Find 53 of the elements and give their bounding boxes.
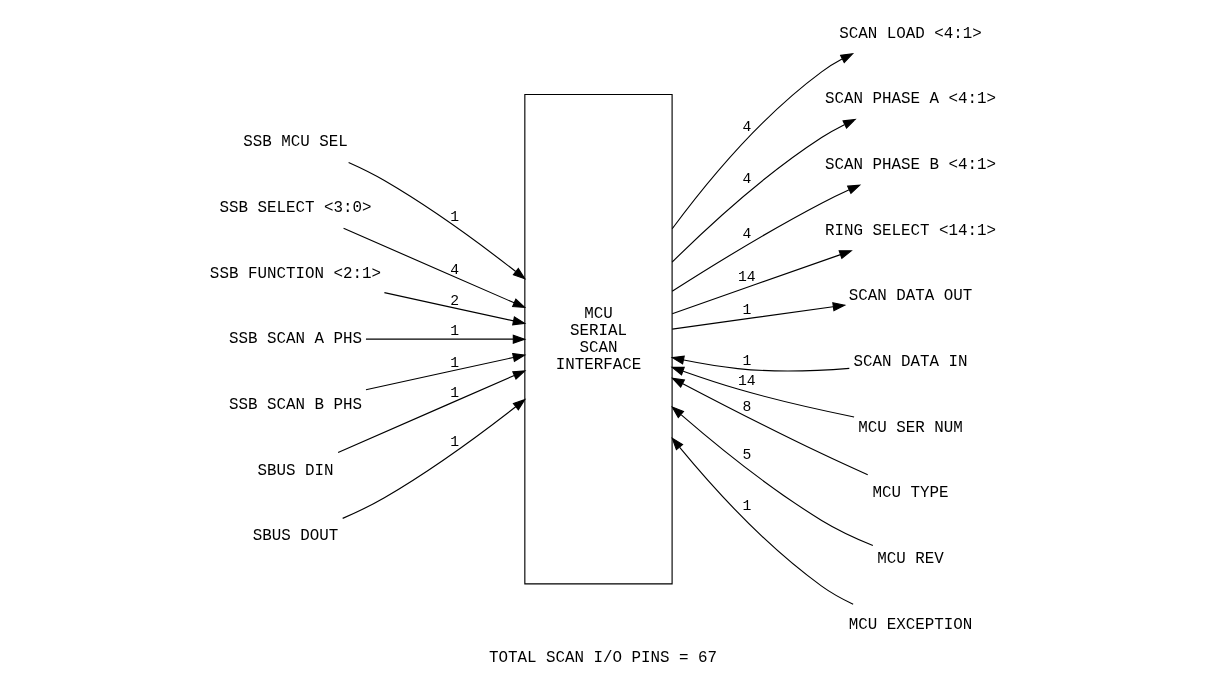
- node-text: SCAN PHASE B <4:1>: [824, 155, 996, 174]
- arrow: [364, 334, 526, 344]
- node-text: RING SELECT <14:1>: [824, 221, 996, 240]
- node-text: SSB SCAN B PHS: [228, 396, 362, 415]
- arrow: [671, 53, 854, 230]
- node-text: MCU TYPE: [872, 484, 949, 503]
- node-text: SBUS DIN: [256, 461, 333, 480]
- edge-label: 14: [737, 268, 756, 285]
- node-text: MCU EXCEPTION: [848, 615, 972, 634]
- edge-label: 1: [449, 434, 459, 451]
- edge-label: 1: [449, 208, 459, 225]
- node-text: SBUS DOUT: [252, 527, 338, 546]
- edge-label: 1: [741, 497, 751, 514]
- arrow: [670, 377, 868, 476]
- node-text: SCAN DATA OUT: [848, 287, 972, 306]
- arrow: [670, 437, 854, 605]
- edge-label: 14: [737, 372, 756, 389]
- arrow: [671, 118, 857, 263]
- arrow: [347, 162, 526, 280]
- edge-label: 1: [449, 323, 459, 340]
- node-text: MCU REV: [876, 550, 944, 569]
- arrow: [670, 366, 855, 418]
- arrow: [670, 355, 850, 372]
- edge-label: 5: [741, 446, 751, 463]
- arrow: [383, 292, 526, 326]
- edge-label: 1: [741, 352, 751, 369]
- edge-label: 1: [449, 354, 459, 371]
- caption: TOTAL SCAN I/O PINS = 67: [488, 649, 717, 668]
- edge-label: 4: [741, 225, 751, 242]
- node-box: MCU SERIAL SCAN INTERFACE: [523, 93, 673, 585]
- node-text: SSB MCU SEL: [242, 133, 348, 152]
- node-text: SCAN DATA IN: [853, 353, 968, 372]
- arrow: [671, 184, 861, 292]
- arrow: [671, 302, 846, 330]
- node-text: SSB FUNCTION <2:1>: [209, 264, 381, 283]
- arrow: [670, 405, 873, 547]
- edge-label: 1: [741, 301, 751, 318]
- node-text: SCAN PHASE A <4:1>: [824, 90, 996, 109]
- node-text: SSB SCAN A PHS: [228, 330, 362, 349]
- node-text: SCAN LOAD <4:1>: [838, 24, 982, 43]
- arrow: [337, 370, 526, 453]
- edge-label: 4: [741, 171, 751, 188]
- edge-label: 2: [449, 292, 459, 309]
- edge-label: 4: [741, 119, 751, 136]
- arrow: [671, 250, 853, 315]
- edge-label: 8: [741, 398, 751, 415]
- arrow: [341, 398, 526, 519]
- edge-label: 4: [449, 261, 459, 278]
- node-text: SSB SELECT <3:0>: [218, 198, 372, 217]
- arrow: [364, 352, 526, 391]
- edge-label: 1: [449, 385, 459, 402]
- arrow: [342, 227, 526, 309]
- node-text: MCU SER NUM: [857, 418, 963, 437]
